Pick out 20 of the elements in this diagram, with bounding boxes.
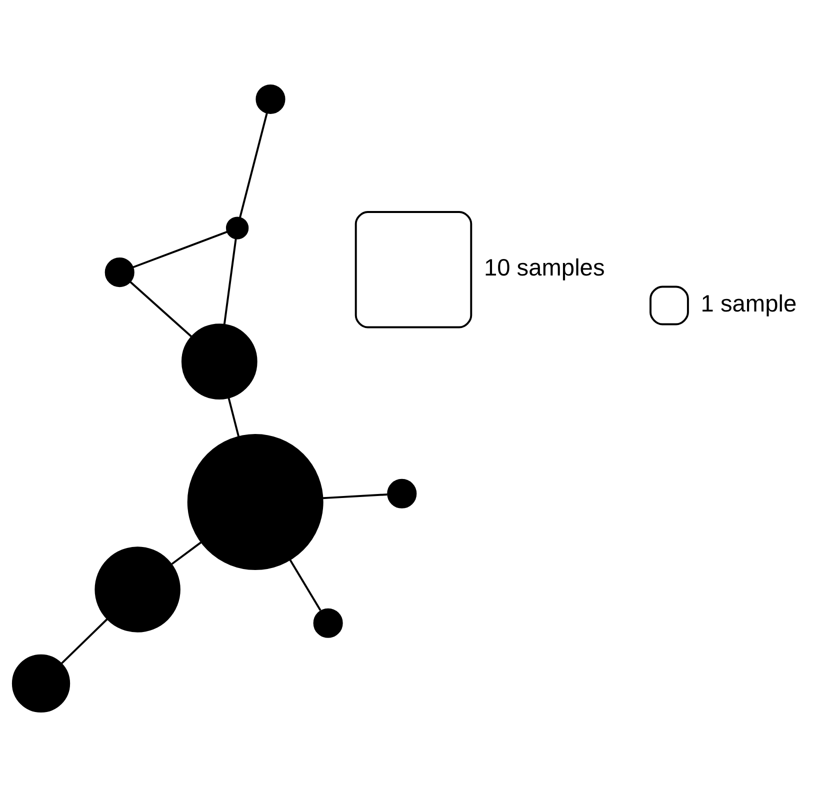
connector [289,559,322,610]
node-circle [313,608,343,638]
connector [223,238,237,324]
node-circle [256,84,286,114]
node-circle [94,546,180,632]
node-circle [12,654,70,712]
connector [171,541,202,564]
connector [60,618,108,664]
connector [239,112,268,218]
node-circle [104,257,134,287]
node-circle [226,216,249,239]
connector [132,230,228,268]
node-circle [181,323,258,400]
connector [228,397,240,436]
node-circle [187,433,324,570]
connector [322,492,388,499]
node-circle [387,478,417,508]
legend-label: 1 sample [700,291,797,318]
connector [130,280,192,337]
legend-label: 10 samples [484,255,605,282]
